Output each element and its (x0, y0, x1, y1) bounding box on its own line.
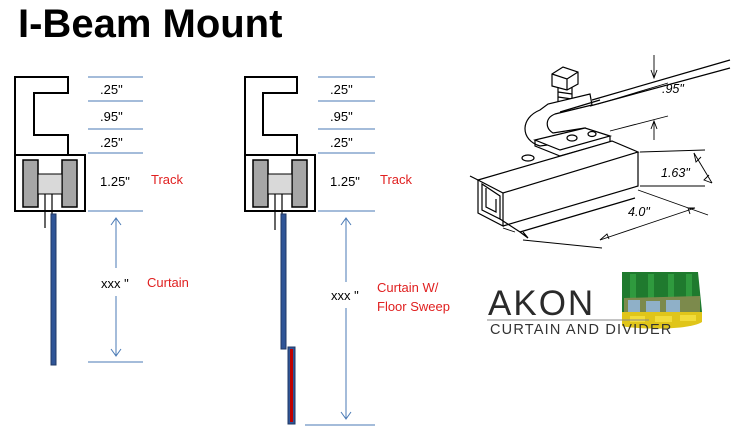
brand-logo-name: AKON (488, 284, 596, 323)
curtain-bar (50, 213, 57, 366)
dimension-lines (305, 76, 375, 426)
label-track: Track (151, 172, 184, 187)
drawing-dim-40: 4.0" (628, 205, 650, 219)
track-hole (521, 154, 535, 162)
label-track: Track (380, 172, 413, 187)
dim-025-bottom: .25" (100, 135, 123, 150)
wheel-left (252, 159, 269, 208)
dim-125: 1.25" (100, 174, 130, 189)
track-box (244, 154, 316, 212)
diagram-middle: .25" .95" .25" 1.25" xxx " Track Curtain… (244, 76, 450, 426)
height-arrow (340, 217, 352, 420)
dim-095: .95" (330, 109, 353, 124)
wheel-axle (267, 173, 293, 195)
wheel-right (291, 159, 308, 208)
wheel-right (61, 159, 78, 208)
dim-125: 1.25" (330, 174, 360, 189)
brand-logo-tagline: CURTAIN AND DIVIDER (490, 322, 673, 338)
dim-025-top: .25" (330, 82, 353, 97)
drawing-dimension-lines (502, 55, 713, 249)
drawing-dim-095: .95" (662, 82, 684, 96)
plate-bolt (566, 134, 578, 142)
bracket-shape (244, 76, 298, 156)
technical-drawing (469, 55, 731, 249)
drawing-dim-163: 1.63" (661, 166, 690, 180)
diagram-left: .25" .95" .25" 1.25" xxx " Track Curtain (14, 76, 189, 366)
label-curtain: Curtain (147, 275, 189, 290)
wheel-left (22, 159, 39, 208)
logo-stage-image (622, 272, 702, 329)
dim-095: .95" (100, 109, 123, 124)
wheel-axle (37, 173, 63, 195)
dim-xxx: xxx " (331, 288, 359, 303)
dim-xxx: xxx " (101, 276, 129, 291)
height-arrow (110, 217, 122, 357)
bracket-shape (14, 76, 69, 156)
curtain-bar (280, 213, 287, 350)
label-curtain-line1: Curtain W/ (377, 280, 439, 295)
dim-025-bottom: .25" (330, 135, 353, 150)
page-title: I-Beam Mount (18, 2, 283, 46)
dim-025-top: .25" (100, 82, 123, 97)
track-box (14, 154, 86, 212)
dimension-lines (88, 76, 143, 363)
label-curtain-line2: Floor Sweep (377, 299, 450, 314)
